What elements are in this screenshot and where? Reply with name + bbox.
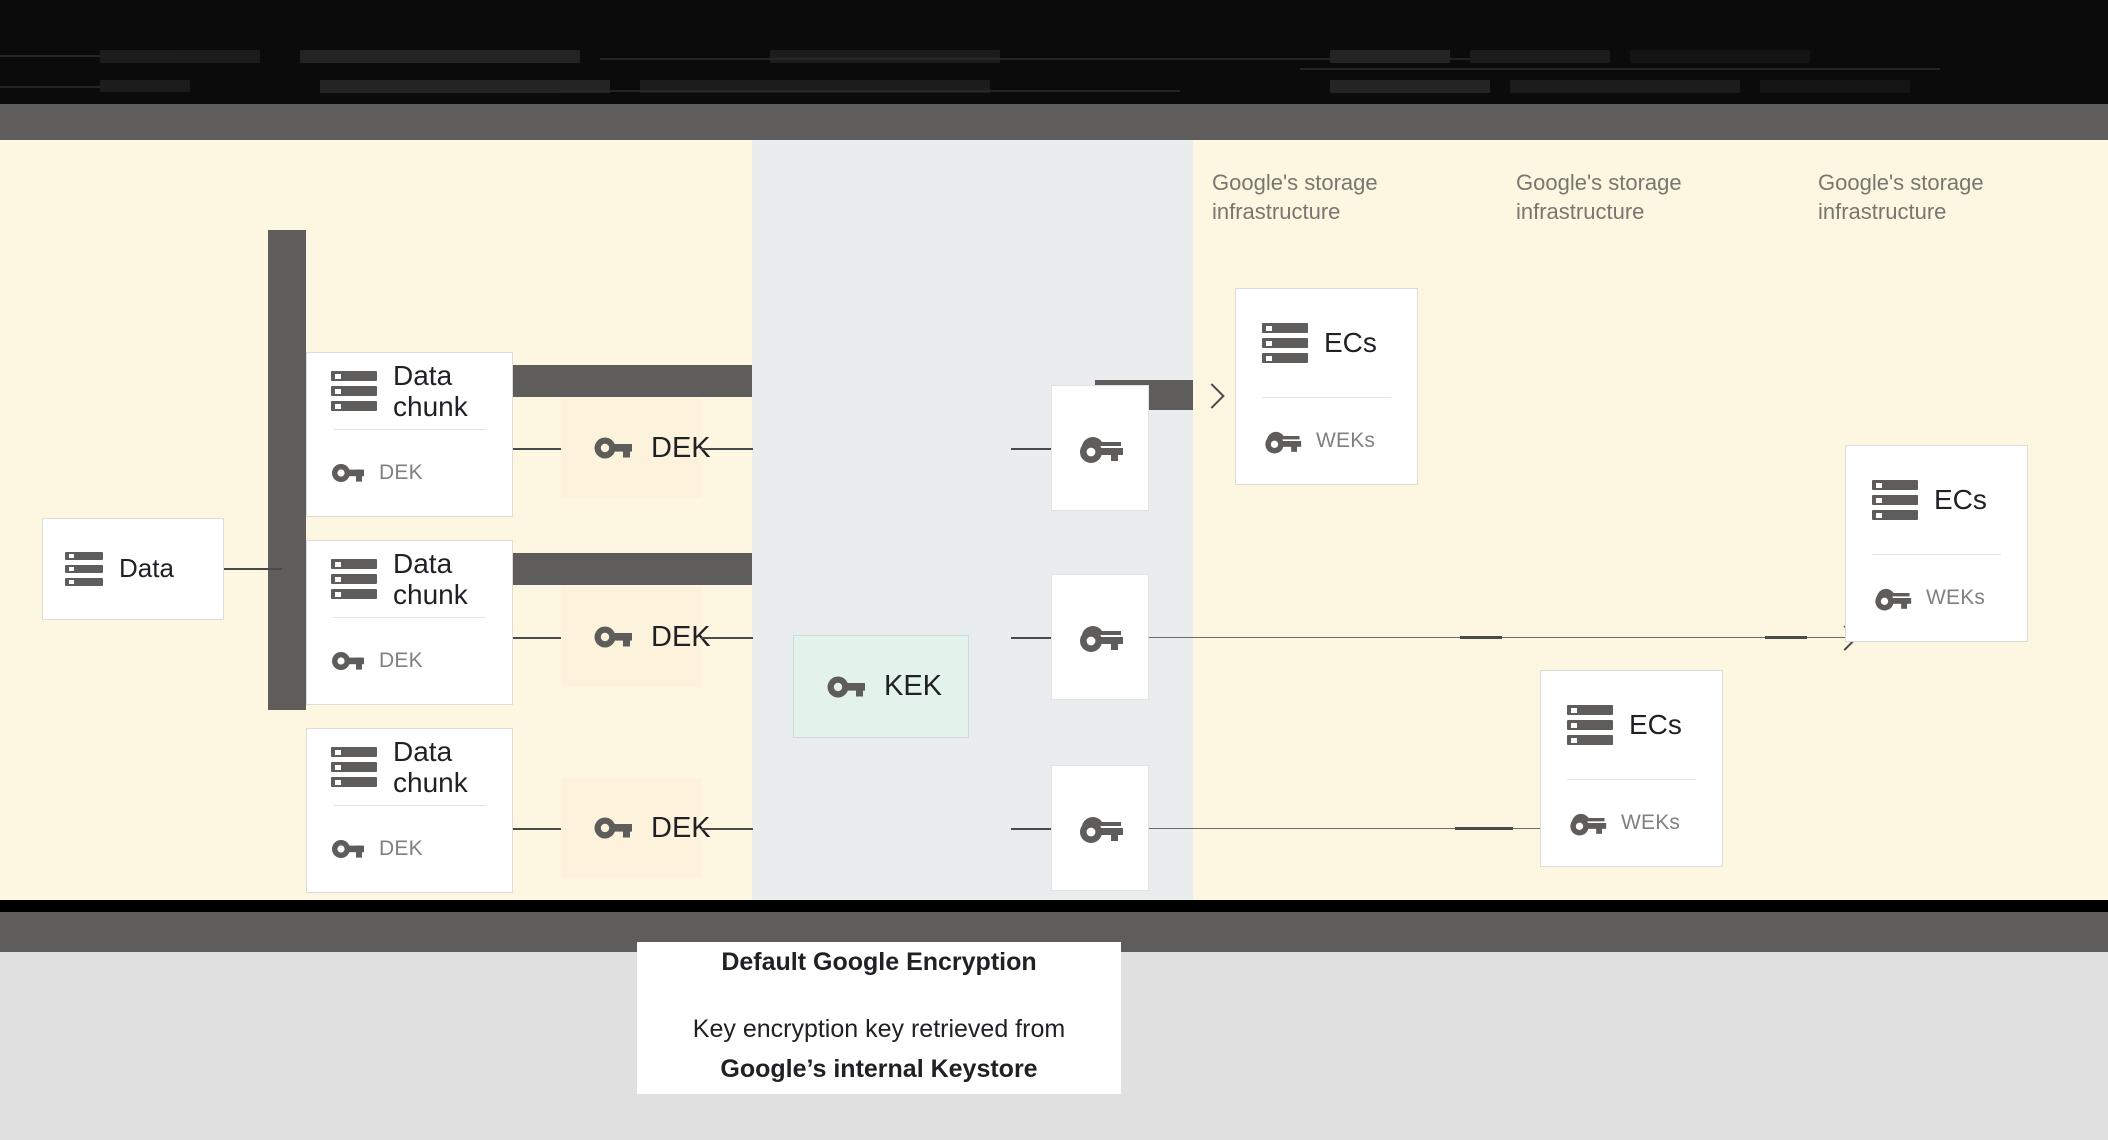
legend-body: Key encryption key retrieved from Google… bbox=[693, 1009, 1065, 1089]
top-rule bbox=[0, 104, 2108, 140]
key-icon bbox=[827, 676, 865, 697]
card-chunk-title: Data chunk bbox=[393, 547, 468, 610]
connector-to-wrapped-key-2 bbox=[1011, 637, 1051, 639]
connector-data-to-spine bbox=[224, 568, 282, 570]
key-icon bbox=[594, 626, 632, 648]
card-data-source-label: Data bbox=[119, 553, 174, 584]
region-label-storage-1: Google's storage infrastructure bbox=[1212, 170, 1378, 225]
dek-box-label: DEK bbox=[651, 620, 711, 653]
card-storage-ecs-3[interactable]: ECs WEKs bbox=[1540, 670, 1723, 867]
kek-box-label: KEK bbox=[884, 670, 943, 702]
wrapped-key-icon bbox=[1570, 813, 1607, 836]
card-storage-key-label: WEKs bbox=[1926, 586, 1986, 609]
card-data-chunk-1[interactable]: Data chunk DEK bbox=[306, 352, 513, 517]
server-icon bbox=[331, 559, 377, 599]
connector-dek2-out bbox=[701, 637, 753, 639]
top-rule-notch bbox=[0, 92, 252, 104]
connector-storage-3 bbox=[1149, 828, 1611, 829]
card-divider bbox=[1567, 779, 1696, 780]
card-storage-ecs-2[interactable]: ECs WEKs bbox=[1845, 445, 2028, 642]
server-icon bbox=[331, 371, 377, 411]
card-divider bbox=[1872, 554, 2001, 555]
connector-dek3-out bbox=[701, 828, 753, 830]
card-chunk-key-label: DEK bbox=[379, 649, 423, 672]
connector-storage-3-thick bbox=[1455, 827, 1513, 830]
connector-chunk2-dek bbox=[513, 637, 561, 639]
connector-chunk3-dek bbox=[513, 828, 561, 830]
legend-title: Default Google Encryption bbox=[721, 947, 1037, 976]
wrapped-key-icon bbox=[1080, 817, 1123, 843]
server-icon bbox=[1567, 705, 1613, 745]
card-chunk-title: Data chunk bbox=[393, 735, 468, 798]
wrapped-key-icon bbox=[1265, 431, 1302, 454]
server-icon bbox=[1262, 323, 1308, 363]
wrapped-key-icon bbox=[1875, 588, 1912, 611]
connector-storage-2-thick-a bbox=[1460, 636, 1502, 639]
wrapped-key-box-1[interactable] bbox=[1051, 385, 1149, 511]
connector-storage-2-thick-b bbox=[1765, 636, 1807, 639]
card-divider bbox=[333, 617, 486, 618]
region-label-storage-3: Google's storage infrastructure bbox=[1818, 170, 1984, 225]
legend-panel: Default Google Encryption Key encryption… bbox=[637, 942, 1121, 1094]
card-data-chunk-3[interactable]: Data chunk DEK bbox=[306, 728, 513, 893]
key-icon bbox=[332, 652, 364, 670]
card-storage-key-label: WEKs bbox=[1621, 811, 1681, 834]
wrapped-key-icon bbox=[1080, 437, 1123, 463]
wrapped-key-box-3[interactable] bbox=[1051, 765, 1149, 891]
server-icon bbox=[331, 747, 377, 787]
card-data-source[interactable]: Data bbox=[42, 518, 224, 620]
card-chunk-key-label: DEK bbox=[379, 461, 423, 484]
card-data-chunk-2[interactable]: Data chunk DEK bbox=[306, 540, 513, 705]
encryption-flow-diagram: Data Data chunk DEK bbox=[0, 92, 2108, 1140]
connector-to-wrapped-key-1 bbox=[1011, 448, 1051, 450]
legend-body-strong: Google’s internal Keystore bbox=[720, 1054, 1038, 1083]
card-storage-ecs-1[interactable]: ECs WEKs bbox=[1235, 288, 1418, 485]
connector-to-wrapped-key-3 bbox=[1011, 828, 1051, 830]
card-storage-title: ECs bbox=[1629, 709, 1682, 741]
connector-dek1-out bbox=[701, 448, 753, 450]
dek-box-label: DEK bbox=[651, 811, 711, 844]
legend-body-lead: Key encryption key retrieved from bbox=[692, 1014, 1066, 1043]
server-icon bbox=[1872, 480, 1918, 520]
chunk-tree-spine bbox=[268, 230, 306, 710]
card-divider bbox=[1262, 397, 1391, 398]
connector-chunk1-dek bbox=[513, 448, 561, 450]
key-icon bbox=[594, 437, 632, 459]
wrapped-key-box-2[interactable] bbox=[1051, 574, 1149, 700]
key-icon bbox=[332, 464, 364, 482]
card-divider bbox=[333, 429, 486, 430]
key-icon bbox=[594, 817, 632, 839]
kek-box[interactable]: KEK bbox=[793, 635, 969, 738]
card-storage-title: ECs bbox=[1934, 484, 1987, 516]
card-chunk-title: Data chunk bbox=[393, 359, 468, 422]
card-storage-title: ECs bbox=[1324, 327, 1377, 359]
server-icon bbox=[65, 552, 103, 586]
card-divider bbox=[333, 805, 486, 806]
dek-box-label: DEK bbox=[651, 431, 711, 464]
card-storage-key-label: WEKs bbox=[1316, 429, 1376, 452]
dek-box-3[interactable]: DEK bbox=[561, 778, 711, 878]
dek-box-1[interactable]: DEK bbox=[561, 398, 711, 498]
card-chunk-key-label: DEK bbox=[379, 837, 423, 860]
wrapped-key-icon bbox=[1080, 626, 1123, 652]
region-label-storage-2: Google's storage infrastructure bbox=[1516, 170, 1682, 225]
dek-box-2[interactable]: DEK bbox=[561, 587, 711, 687]
key-icon bbox=[332, 840, 364, 858]
